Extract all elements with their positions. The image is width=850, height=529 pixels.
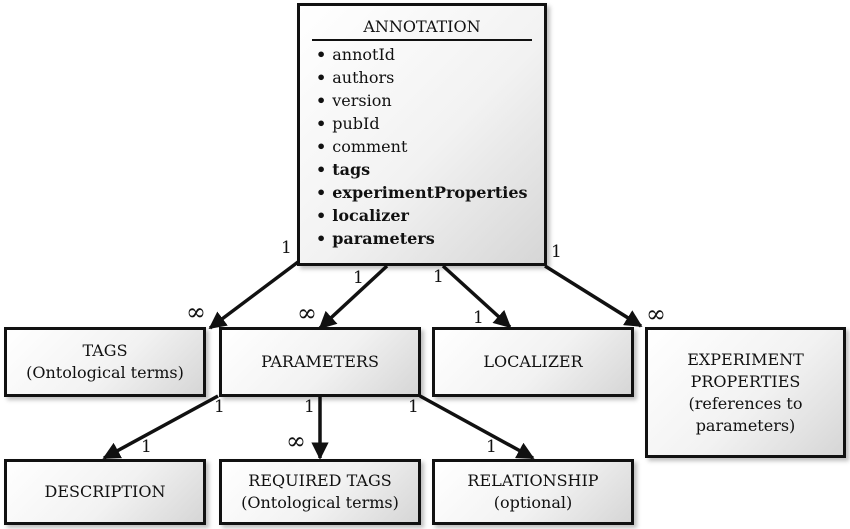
mult-annotation-tags-source: 1 — [281, 238, 292, 258]
relationship-entity: RELATIONSHIP (optional) — [432, 459, 634, 525]
mult-annotation-parameters-source: 1 — [353, 268, 364, 288]
field-localizer: localizer — [312, 204, 532, 227]
mult-parameters-required-tags-source: 1 — [304, 397, 315, 417]
mult-annotation-localizer-source: 1 — [433, 267, 444, 287]
field-tags: tags — [312, 158, 532, 181]
description-title: DESCRIPTION — [44, 482, 166, 501]
required-tags-subtitle: (Ontological terms) — [241, 493, 399, 512]
mult-annotation-parameters-target: ∞ — [297, 299, 317, 327]
mult-annotation-tags-target: ∞ — [186, 298, 206, 326]
field-authors: authors — [312, 66, 532, 89]
experiment-subtitle-line1: (references to — [688, 393, 803, 413]
mult-parameters-relationship-target: 1 — [486, 437, 497, 457]
description-entity: DESCRIPTION — [4, 459, 206, 525]
mult-annotation-experiment-source: 1 — [551, 242, 562, 262]
experiment-title-line2: PROPERTIES — [690, 371, 801, 391]
mult-parameters-relationship-source: 1 — [408, 397, 419, 417]
experiment-title-line1: EXPERIMENT — [687, 349, 804, 369]
edge-annotation-localizer — [441, 264, 512, 329]
field-annotid: annotId — [312, 43, 532, 66]
field-parameters: parameters — [312, 227, 532, 250]
field-pubid: pubId — [312, 112, 532, 135]
mult-parameters-description-source: 1 — [214, 397, 225, 417]
annotation-title: ANNOTATION — [312, 16, 532, 41]
parameters-title: PARAMETERS — [261, 352, 379, 371]
tags-title: TAGS — [82, 341, 128, 360]
parameters-entity: PARAMETERS — [219, 327, 421, 397]
localizer-entity: LOCALIZER — [432, 327, 634, 397]
field-version: version — [312, 89, 532, 112]
edge-annotation-experiment — [544, 264, 643, 328]
mult-annotation-experiment-target: ∞ — [646, 300, 666, 328]
required-tags-entity: REQUIRED TAGS (Ontological terms) — [219, 459, 421, 525]
field-comment: comment — [312, 135, 532, 158]
annotation-field-list: annotId authors version pubId comment ta… — [312, 43, 532, 250]
edge-parameters-relationship — [419, 394, 535, 460]
experiment-subtitle-line2: parameters) — [695, 415, 796, 435]
field-experiment-properties: experimentProperties — [312, 181, 532, 204]
annotation-entity: ANNOTATION annotId authors version pubId… — [297, 3, 547, 266]
experiment-properties-entity: EXPERIMENT PROPERTIES (references to par… — [645, 327, 846, 458]
relationship-title: RELATIONSHIP — [467, 471, 599, 490]
required-tags-title: REQUIRED TAGS — [248, 471, 392, 490]
mult-parameters-description-target: 1 — [141, 437, 152, 457]
tags-entity: TAGS (Ontological terms) — [4, 327, 206, 397]
edge-annotation-parameters — [318, 264, 389, 330]
tags-subtitle: (Ontological terms) — [26, 363, 184, 382]
mult-parameters-required-tags-target: ∞ — [286, 427, 306, 455]
localizer-title: LOCALIZER — [483, 352, 583, 371]
mult-annotation-localizer-target: 1 — [473, 308, 484, 328]
relationship-subtitle: (optional) — [493, 493, 573, 512]
edge-annotation-tags — [208, 260, 300, 330]
edge-parameters-description — [102, 394, 219, 460]
